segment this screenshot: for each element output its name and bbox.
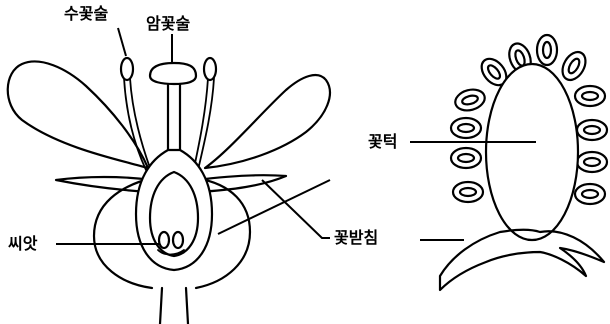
leader-stamen: [118, 28, 126, 56]
right-petal: [205, 75, 330, 168]
label-sepal: 꽃받침: [334, 230, 378, 246]
label-seed: 씨앗: [8, 236, 37, 252]
left-anther: [121, 58, 133, 80]
label-receptacle-flesh: 꽃턱: [368, 134, 397, 150]
stigma: [150, 63, 196, 84]
left-sepal: [56, 177, 152, 192]
flower-cross-section: [8, 58, 330, 324]
seed-right: [173, 232, 183, 248]
fruit-cross-section: [440, 35, 607, 290]
right-anther: [204, 58, 216, 80]
stem: [160, 288, 188, 324]
receptacle-flesh: [486, 64, 578, 240]
ovary: [136, 150, 212, 270]
leader-sepal-left-2: [262, 180, 330, 238]
label-stamen: 수꽃술: [64, 6, 108, 22]
seed-left: [159, 232, 169, 248]
style: [168, 84, 180, 150]
label-pistil: 암꽃술: [146, 16, 190, 32]
